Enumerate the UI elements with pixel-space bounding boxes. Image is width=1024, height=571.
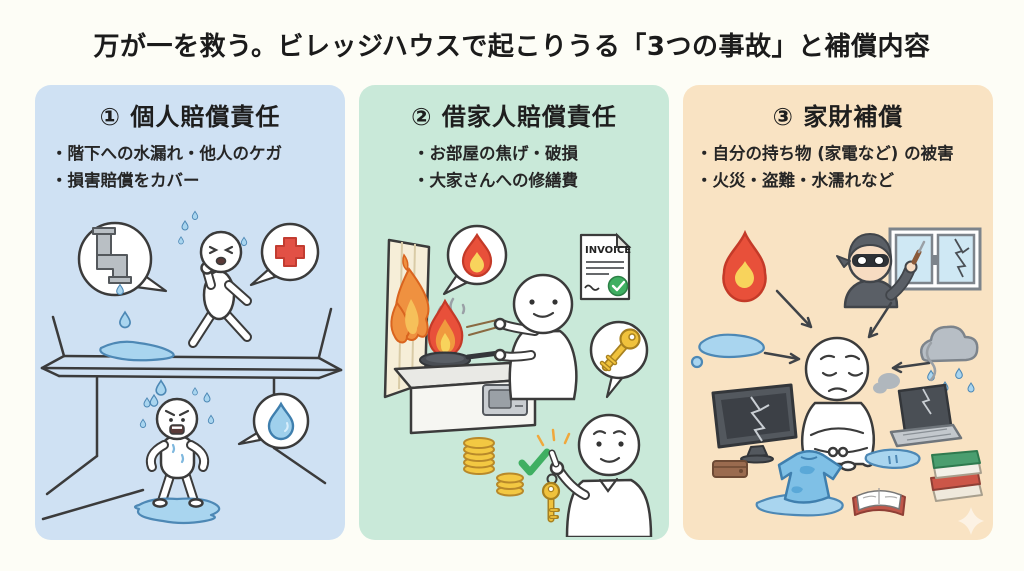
soaked-angry-person [133,387,221,525]
panel-personal-liability: ① 個人賠償責任 ・階下への水漏れ・他人のケガ ・損害賠償をカバー [35,85,345,540]
water-drop-bubble-icon [237,392,310,450]
bullet-item: ・火災・盗難・水濡れなど [696,171,894,191]
panel-1-bullets: ・階下への水漏れ・他人のケガ ・損害賠償をカバー [35,140,345,201]
broken-laptop-icon [873,341,963,448]
check-icon [518,448,551,476]
household-goods-illustration [690,227,984,535]
crying-person-upstairs [178,210,252,348]
sparkle-icon [958,507,984,535]
burglar-broken-window-icon [836,227,982,309]
fire-icon [722,229,767,303]
wet-clothes-icon [755,450,844,517]
cooking-person [466,273,578,401]
personal-liability-illustration [40,210,343,525]
panels-row: ① 個人賠償責任 ・階下への水漏れ・他人のケガ ・損害賠償をカバー [35,85,993,540]
page-title: 万が一を救う。ビレッジハウスで起こりうる「3つの事故」と補償内容 [93,32,931,62]
pan-fire [427,298,464,358]
bullet-item: ・自分の持ち物 (家電など) の被害 [696,144,954,163]
burning-wall [383,238,431,399]
tenant-liability-illustration: INVOICE [383,224,653,537]
invoice-label: INVOICE [585,245,631,256]
panel-1-title: ① 個人賠償責任 [99,103,281,131]
panel-2-title: ② 借家人賠償責任 [411,103,617,131]
floor-puddle [864,448,921,469]
rain-cloud-icon [920,325,979,393]
stove [393,350,537,435]
invoice-document-icon: INVOICE [579,232,632,301]
broken-tv-icon [711,383,798,464]
panel-household-goods: ③ 家財補償 ・自分の持ち物 (家電など) の被害 ・火災・盗難・水濡れなど [683,85,993,540]
person-with-key [536,413,653,537]
water-puddle-icon [690,333,765,369]
panel-tenant-liability: ② 借家人賠償責任 ・お部屋の焦げ・破損 ・大家さんへの修繕費 [359,85,669,540]
open-book-icon [852,488,906,516]
panel-2-bullets: ・お部屋の焦げ・破損 ・大家さんへの修繕費 [359,140,669,201]
bullet-item: ・大家さんへの修繕費 [413,171,578,191]
book-stack-icon [930,450,983,502]
panel-3-title: ③ 家財補償 [772,103,904,131]
panel-3-bullets: ・自分の持ち物 (家電など) の被害 ・火災・盗難・水濡れなど [683,140,993,201]
coin-stacks-icon [463,437,524,497]
hazard-arrows [763,289,931,374]
bullet-item: ・お部屋の焦げ・破損 [413,144,578,163]
key-bubble-icon [589,320,649,399]
bullet-item: ・階下への水漏れ・他人のケガ [51,144,282,163]
leaking-pipe-bubble-icon [77,221,168,329]
wallet-icon [712,460,748,478]
red-cross-bubble-icon [249,222,320,287]
flame-bubble-icon [442,224,508,296]
floor-leak [99,340,179,421]
bullet-item: ・損害賠償をカバー [51,171,200,191]
